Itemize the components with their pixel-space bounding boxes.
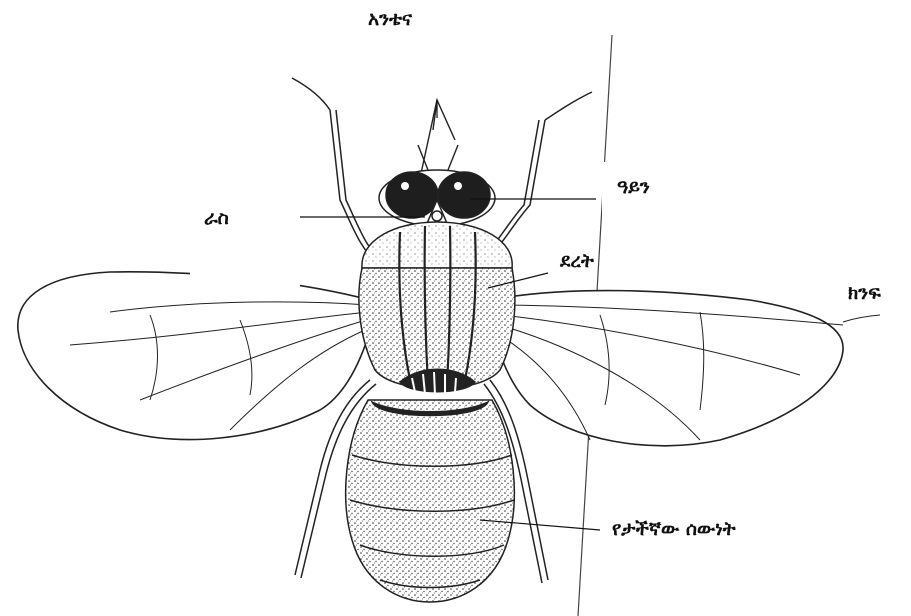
- antennae: [418, 100, 458, 178]
- antenna-label: አንቴና: [368, 8, 412, 30]
- thorax-label: ደረት: [560, 250, 594, 272]
- left-eye: [386, 172, 438, 218]
- left-wing: [18, 272, 375, 440]
- right-eye: [438, 172, 490, 218]
- abdomen: [346, 400, 515, 602]
- head-label: ራስ: [204, 207, 229, 229]
- abdomen-label: የታችኛው ሰውነት: [612, 518, 736, 540]
- wing-label: ክንፍ: [848, 282, 881, 304]
- right-wing: [488, 291, 880, 446]
- eye-label: ዓይን: [617, 176, 650, 198]
- thorax: [359, 222, 515, 395]
